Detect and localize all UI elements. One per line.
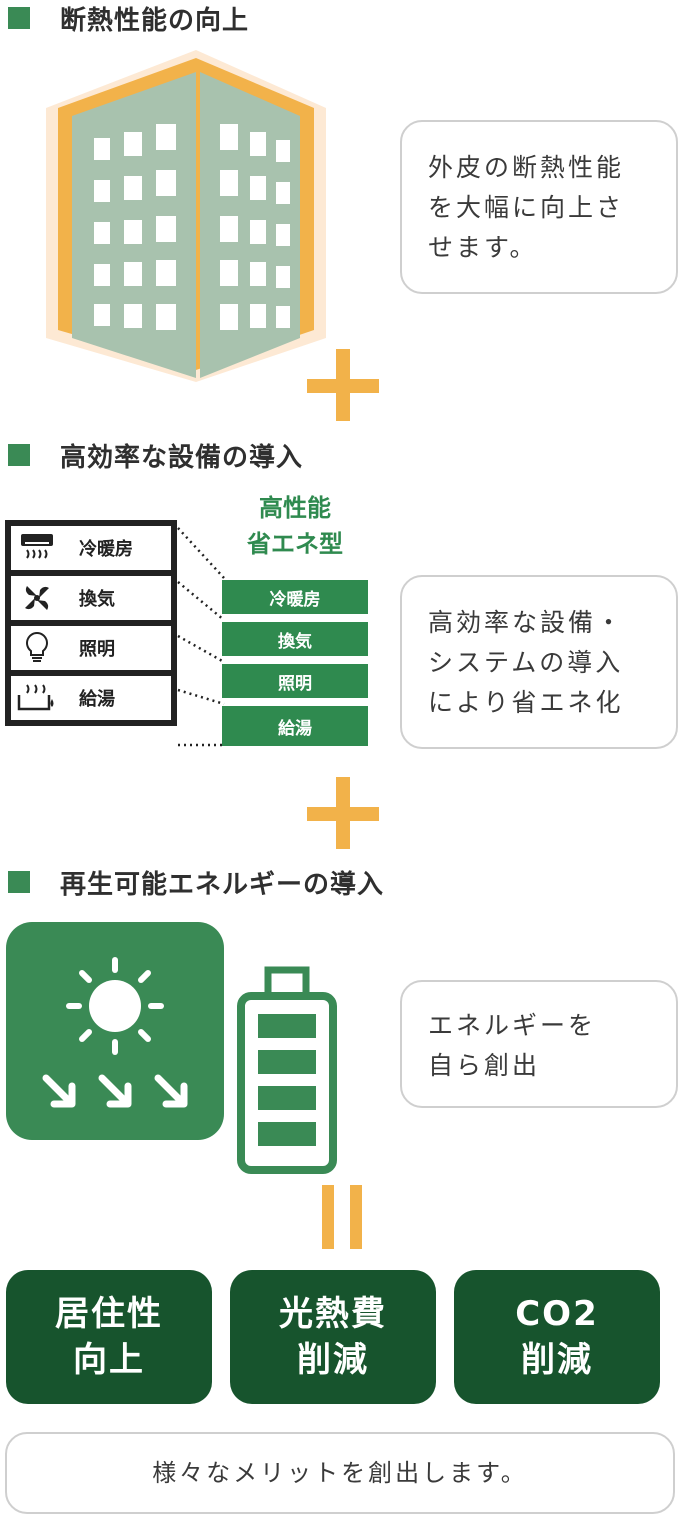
high-performance-item: 照明 xyxy=(222,664,368,698)
section-heading-insulation: 断熱性能の向上 xyxy=(8,0,249,36)
merit-co2: CO2 削減 xyxy=(454,1270,660,1404)
merit-energy-cost: 光熱費 削減 xyxy=(230,1270,436,1404)
solar-icon xyxy=(6,922,224,1140)
battery-icon xyxy=(237,966,337,1174)
equipment-row: 冷暖房 xyxy=(5,520,177,576)
high-performance-item: 換気 xyxy=(222,622,368,656)
air-conditioner-icon xyxy=(11,532,63,564)
heading-square-icon xyxy=(8,444,30,466)
high-performance-list: 冷暖房 換気 照明 給湯 xyxy=(222,580,368,754)
insulation-description: 外皮の断熱性能 を大幅に向上さ せます。 xyxy=(400,120,678,294)
standard-equipment-list: 冷暖房 換気 照明 給湯 xyxy=(5,520,177,726)
equipment-row: 給湯 xyxy=(5,670,177,726)
light-bulb-icon xyxy=(11,631,63,665)
building-icon xyxy=(46,50,326,382)
renewable-description: エネルギーを 自ら創出 xyxy=(400,980,678,1108)
heading-square-icon xyxy=(8,871,30,893)
fan-icon xyxy=(11,583,63,613)
high-performance-item: 冷暖房 xyxy=(222,580,368,614)
section-heading-renewable: 再生可能エネルギーの導入 xyxy=(8,864,384,900)
merit-comfort: 居住性 向上 xyxy=(6,1270,212,1404)
connector-dots xyxy=(177,527,225,747)
section-heading-equipment: 高効率な設備の導入 xyxy=(8,437,303,473)
heading-square-icon xyxy=(8,7,30,29)
high-performance-title: 高性能 省エネ型 xyxy=(247,494,343,558)
summary-box: 様々なメリットを創出します。 xyxy=(5,1432,675,1514)
equipment-row: 換気 xyxy=(5,570,177,626)
high-performance-item: 給湯 xyxy=(222,706,368,746)
water-heater-icon xyxy=(11,683,63,713)
equipment-description: 高効率な設備・ システムの導入 により省エネ化 xyxy=(400,575,678,749)
equipment-row: 照明 xyxy=(5,620,177,676)
equals-icon xyxy=(322,1185,366,1249)
